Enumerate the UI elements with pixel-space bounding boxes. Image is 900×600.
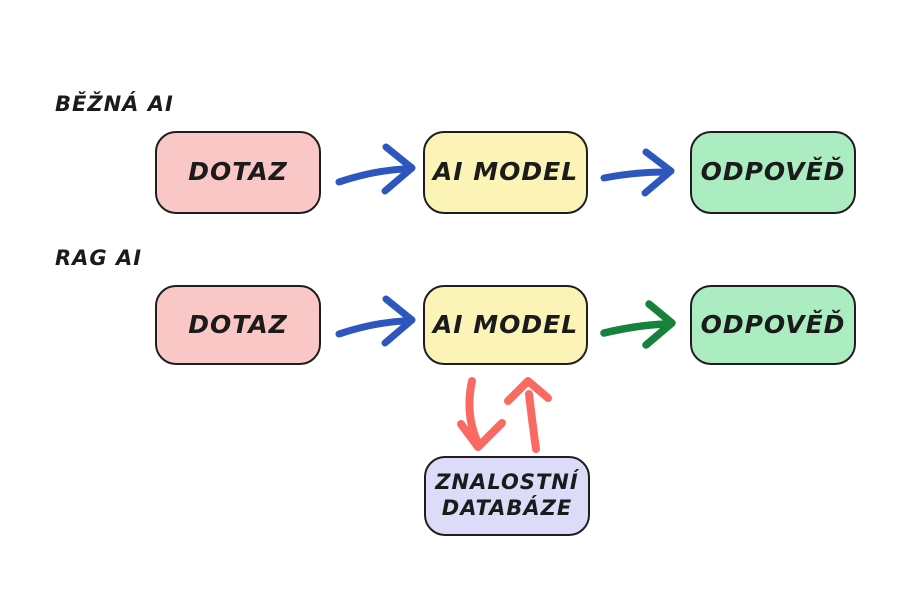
node-dotaz-rag: DOTAZ (155, 285, 321, 365)
node-dotaz-bezna: DOTAZ (155, 131, 321, 214)
node-znalostni-databaze: ZNALOSTNÍ DATABÁZE (424, 456, 590, 536)
node-odpoved-rag: ODPOVĚĎ (690, 285, 856, 365)
knowledge-base-label-line2: DATABÁZE (441, 496, 573, 520)
node-odpoved-bezna: ODPOVĚĎ (690, 131, 856, 214)
arrow-model-to-odpoved-rag (600, 300, 676, 349)
node-ai-model-bezna: AI MODEL (423, 131, 588, 214)
arrow-model-to-odpoved-bezna (600, 148, 675, 197)
knowledge-base-label-line1: ZNALOSTNÍ (435, 470, 579, 495)
arrow-databaze-to-model (504, 377, 552, 453)
arrow-dotaz-to-model-bezna (335, 143, 416, 195)
node-ai-model-rag: AI MODEL (423, 285, 588, 365)
row-label-rag-ai: RAG AI (55, 246, 143, 270)
row-label-bezna-ai: BĚŽNÁ AI (55, 92, 174, 116)
arrow-model-to-databaze (457, 377, 506, 451)
arrow-dotaz-to-model-rag (335, 295, 416, 347)
